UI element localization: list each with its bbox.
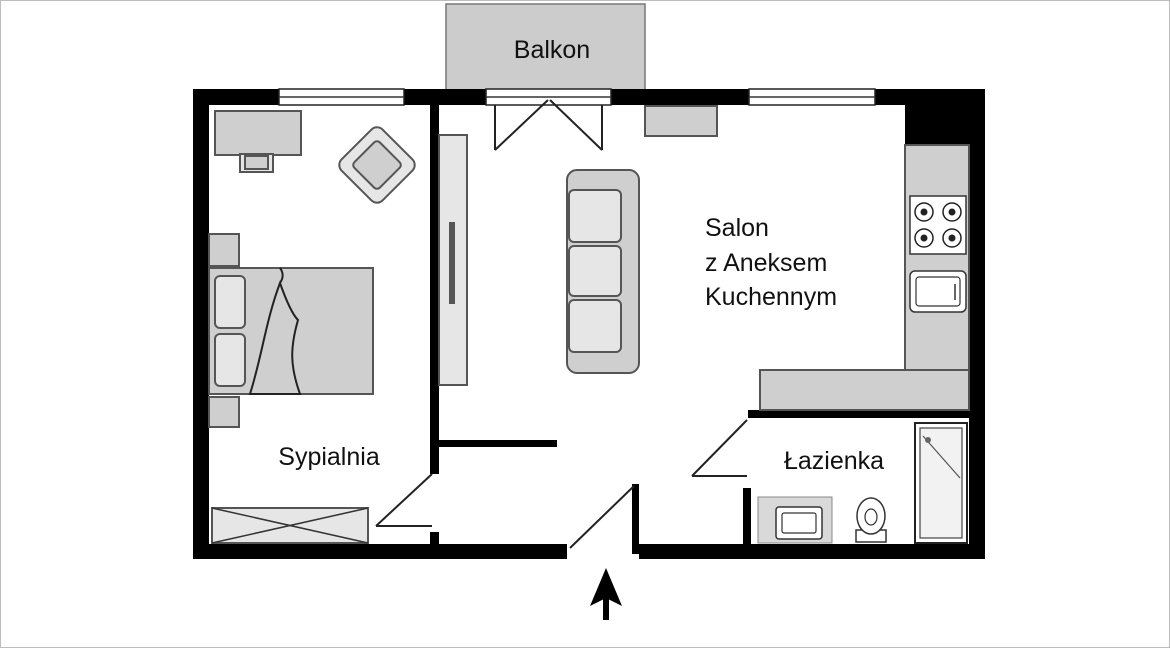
- room-label-salon-line2: z Aneksem: [705, 249, 827, 277]
- entrance-door: [569, 485, 635, 549]
- room-label-lazienka: Łazienka: [784, 447, 884, 475]
- room-label-sypialnia: Sypialnia: [278, 443, 380, 471]
- walls: [193, 89, 985, 559]
- room-label-salon-line3: Kuchennym: [705, 283, 837, 311]
- room-label-balkon: Balkon: [514, 36, 590, 64]
- bedroom-door: [375, 473, 433, 527]
- windows: [278, 88, 876, 106]
- kitchen: [759, 144, 970, 411]
- room-label-salon-line1: Salon: [705, 214, 769, 242]
- bedroom-furniture: [208, 110, 416, 544]
- salon-furniture: [438, 105, 718, 386]
- bathroom-door: [691, 419, 748, 477]
- up-arrow-icon: [590, 568, 622, 620]
- balcony-door: [494, 99, 603, 151]
- bathroom-fixtures: [757, 422, 968, 544]
